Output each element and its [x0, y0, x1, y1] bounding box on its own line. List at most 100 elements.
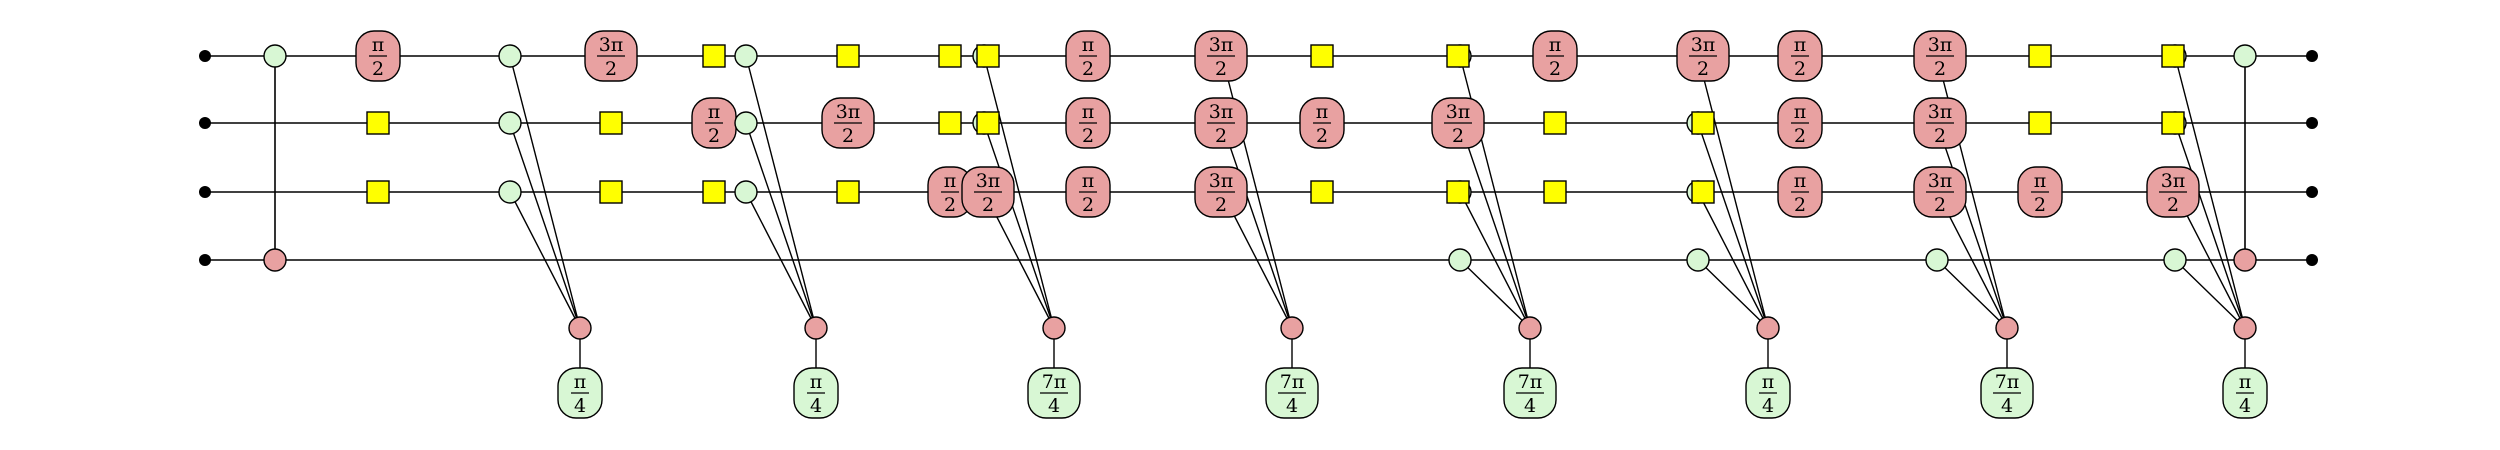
x-phase-21-q1-denominator: 2: [1934, 125, 1946, 147]
diagram-nodes: π2π43π2π2π43π2π27π43π2π2π2π27π43π23π23π2…: [199, 30, 2318, 419]
gadget-phase-23-denominator: 4: [2239, 395, 2251, 417]
x-phase-24-q2: 3π2: [2146, 166, 2200, 218]
gadget-phase-5-denominator: 4: [810, 395, 822, 417]
x-phase-18-q0-denominator: 2: [1697, 58, 1709, 80]
x-phase-3-q0-numerator: 3π: [599, 34, 624, 56]
hadamard-18-q2: [1691, 180, 1715, 204]
gadget-leg-23-q3: [2174, 259, 2246, 329]
x-phase-21-q2-numerator: 3π: [1928, 170, 1953, 192]
x-phase-3-q0-denominator: 2: [605, 58, 617, 80]
x-phase-19-q2-numerator: π: [1794, 170, 1807, 192]
gadget-leg-spider-14-q3: [1448, 248, 1472, 272]
gadget-leg-spider-5-q0: [734, 44, 758, 68]
x-phase-15-q1-numerator: 3π: [1446, 101, 1471, 123]
x-phase-12-q2-denominator: 2: [1215, 194, 1227, 216]
x-phase-12-q1-denominator: 2: [1215, 125, 1227, 147]
gadget-leg-2-q0: [509, 55, 581, 329]
gadget-leg-spider-2-q0: [498, 44, 522, 68]
x-phase-3-q0: 3π2: [584, 30, 638, 82]
x-phase-12-q0-numerator: 3π: [1209, 34, 1234, 56]
x-phase-21-q2: 3π2: [1913, 166, 1967, 218]
x-phase-12-q1-numerator: 3π: [1209, 101, 1234, 123]
x-phase-12-q1: 3π2: [1194, 97, 1248, 149]
gadget-hub-2: [568, 316, 592, 340]
hadamard-6-q0: [836, 44, 860, 68]
x-phase-19-q0-denominator: 2: [1794, 58, 1806, 80]
x-phase-10-q0-denominator: 2: [1082, 58, 1094, 80]
hadamard-1-q2: [366, 180, 390, 204]
x-phase-22-q2-numerator: π: [2034, 170, 2047, 192]
hadamard-6-q2: [836, 180, 860, 204]
x-phase-10-q1: π2: [1065, 97, 1111, 149]
x-phase-19-q1: π2: [1777, 97, 1823, 149]
input-boundary-3: [199, 254, 211, 266]
x-phase-19-q2-denominator: 2: [1794, 194, 1806, 216]
gadget-phase-11-denominator: 4: [1286, 395, 1298, 417]
gadget-leg-17-q2: [1697, 191, 1769, 329]
x-phase-19-q0: π2: [1777, 30, 1823, 82]
gadget-leg-spider-5-q2: [734, 180, 758, 204]
gadget-leg-23-q1: [2174, 122, 2246, 329]
cnot-control-0-q0: [263, 44, 287, 68]
gadget-leg-2-q1: [509, 122, 581, 329]
gadget-hub-5: [804, 316, 828, 340]
input-boundary-0: [199, 50, 211, 62]
x-phase-22-q2: π2: [2017, 166, 2063, 218]
x-phase-10-q2: π2: [1065, 166, 1111, 218]
gadget-edges: [274, 55, 2246, 393]
gadget-leg-spider-5-q1: [734, 111, 758, 135]
x-phase-21-q0-numerator: 3π: [1928, 34, 1953, 56]
gadget-leg-20-q3: [1936, 259, 2008, 329]
hadamard-3-q1: [599, 111, 623, 135]
gadget-phase-23: π4: [2222, 367, 2268, 419]
x-phase-21-q0-denominator: 2: [1934, 58, 1946, 80]
x-phase-13-q1-numerator: π: [1316, 101, 1329, 123]
gadget-leg-14-q1: [1459, 122, 1531, 329]
gadget-leg-17-q3: [1697, 259, 1769, 329]
gadget-phase-14: 7π4: [1503, 367, 1557, 419]
gadget-hub-17: [1756, 316, 1780, 340]
x-phase-19-q0-numerator: π: [1794, 34, 1807, 56]
x-phase-12-q0-denominator: 2: [1215, 58, 1227, 80]
x-phase-4-q1: π2: [691, 97, 737, 149]
gadget-leg-20-q1: [1936, 122, 2008, 329]
input-boundary-2: [199, 186, 211, 198]
x-phase-6-q1-denominator: 2: [842, 125, 854, 147]
gadget-phase-20: 7π4: [1980, 367, 2034, 419]
x-phase-15-q1-denominator: 2: [1452, 125, 1464, 147]
gadget-leg-11-q1: [1221, 122, 1293, 329]
x-phase-21-q0: 3π2: [1913, 30, 1967, 82]
hadamard-16-q1: [1543, 111, 1567, 135]
x-phase-12-q2-numerator: 3π: [1209, 170, 1234, 192]
x-phase-10-q1-denominator: 2: [1082, 125, 1094, 147]
gadget-phase-8-numerator: 7π: [1042, 371, 1067, 393]
hadamard-7-q0: [938, 44, 962, 68]
x-phase-4-q1-numerator: π: [708, 101, 721, 123]
x-phase-1-q0-numerator: π: [372, 34, 385, 56]
x-phase-16-q0-denominator: 2: [1549, 58, 1561, 80]
output-boundary-0: [2306, 50, 2318, 62]
cnot-control-25-q0: [2233, 44, 2257, 68]
gadget-phase-23-numerator: π: [2239, 371, 2252, 393]
hadamard-22-q1: [2028, 111, 2052, 135]
gadget-leg-14-q2: [1459, 191, 1531, 329]
gadget-leg-2-q2: [509, 191, 581, 329]
hadamard-24-q0: [2161, 44, 2185, 68]
output-boundary-1: [2306, 117, 2318, 129]
x-phase-19-q2: π2: [1777, 166, 1823, 218]
gadget-phase-14-numerator: 7π: [1518, 371, 1543, 393]
x-phase-4-q1-denominator: 2: [708, 125, 720, 147]
gadget-leg-23-q0: [2174, 55, 2246, 329]
gadget-leg-spider-17-q3: [1686, 248, 1710, 272]
hadamard-7-q1: [938, 111, 962, 135]
gadget-phase-17-numerator: π: [1762, 371, 1775, 393]
x-phase-21-q1-numerator: 3π: [1928, 101, 1953, 123]
x-phase-24-q2-denominator: 2: [2167, 194, 2179, 216]
gadget-leg-14-q3: [1459, 259, 1531, 329]
gadget-phase-2-numerator: π: [574, 371, 587, 393]
x-phase-9-q2-numerator: 3π: [976, 170, 1001, 192]
hadamard-15-q2: [1446, 180, 1470, 204]
gadget-leg-spider-20-q3: [1925, 248, 1949, 272]
gadget-hub-20: [1995, 316, 2019, 340]
